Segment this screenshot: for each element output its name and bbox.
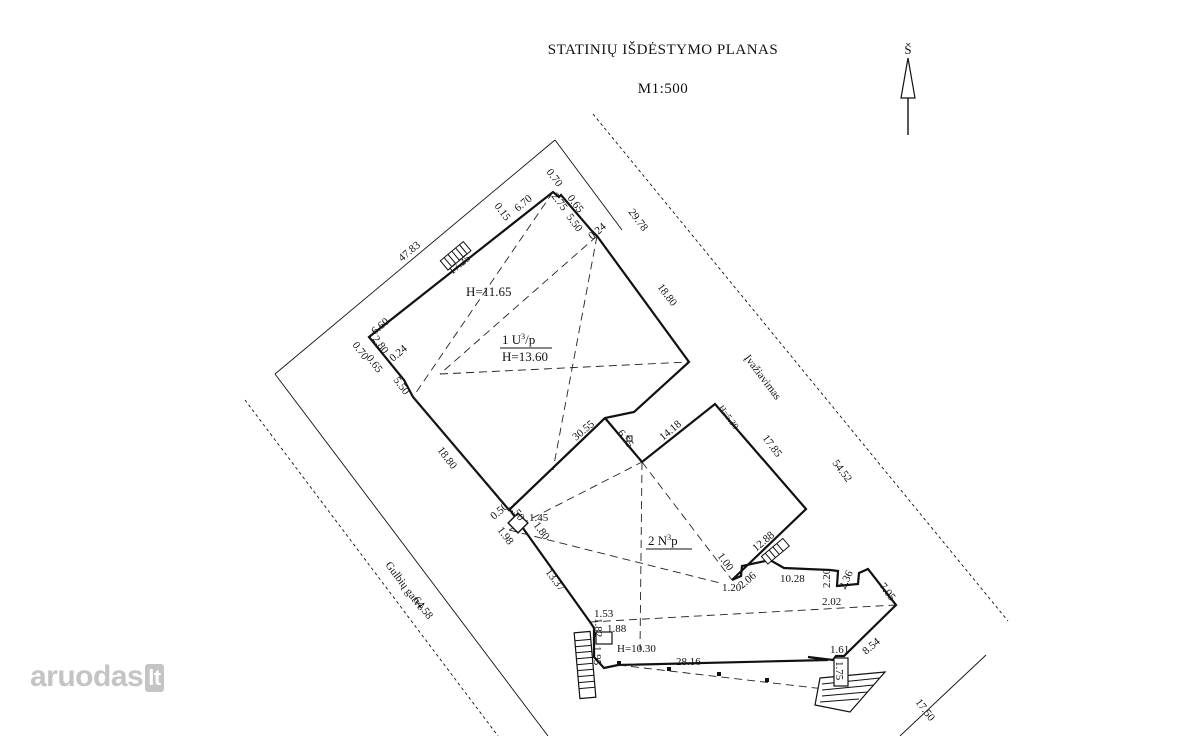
dim-29-78: 29.78 bbox=[626, 207, 651, 234]
svg-text:2 N3p: 2 N3p bbox=[648, 533, 678, 548]
dim-1-00: 1.00 bbox=[715, 551, 736, 574]
b1-label: 1 U bbox=[502, 332, 522, 347]
dim-5-50b: 5.50 bbox=[391, 375, 412, 398]
dim-47-83: 47.83 bbox=[396, 239, 423, 264]
dim-0-15: 0.15 bbox=[492, 201, 513, 224]
dim-17-85: 17.85 bbox=[760, 433, 785, 460]
b1-suffix: /p bbox=[525, 332, 535, 347]
dim-1-75: 1.75 bbox=[833, 661, 845, 681]
street-right-label: Įvažiavimas bbox=[742, 353, 784, 403]
watermark-brand: aruodas bbox=[30, 660, 144, 693]
dim-0-70a: 0.70 bbox=[544, 167, 565, 190]
plan-scale: M1:500 bbox=[638, 81, 689, 97]
b1-sup: 3 bbox=[521, 332, 525, 341]
dim-17-50: 17.50 bbox=[913, 697, 938, 724]
dim-1-20: 1.20 bbox=[722, 582, 742, 594]
watermark-suffix: lt bbox=[145, 664, 164, 693]
stairs-features bbox=[439, 240, 887, 713]
building-2 bbox=[508, 402, 898, 691]
dim-1-61: 1.61 bbox=[830, 644, 849, 656]
plot-boundary bbox=[274, 139, 987, 736]
dim-1-82: 1.82 bbox=[592, 618, 604, 637]
building-2-label: 2 N3p H=5.30 H=10.30 bbox=[617, 403, 741, 655]
dim-8-54: 8.54 bbox=[860, 635, 883, 657]
dim-1-53: 1.53 bbox=[594, 608, 614, 620]
building-1 bbox=[367, 190, 691, 512]
street-lines bbox=[244, 113, 1009, 736]
plan-title: STATINIŲ IŠDĖSTYMO PLANAS bbox=[548, 41, 778, 58]
dimension-labels: 47.83 64.58 29.78 54.52 17.50 17.25 0.15… bbox=[350, 167, 938, 724]
dim-2-02: 2.02 bbox=[822, 596, 841, 608]
dim-1-88: 1.88 bbox=[607, 623, 627, 635]
b1-height: H=13.60 bbox=[502, 349, 548, 364]
dim-0-50: 0.50 bbox=[488, 500, 511, 522]
dim-6-70: 6.70 bbox=[512, 192, 535, 214]
dim-13-37: 13.37 bbox=[543, 567, 568, 594]
dim-1-95: 1.95 bbox=[591, 646, 603, 666]
b1-height-low: H=11.65 bbox=[466, 284, 512, 299]
dim-2-20: 2.20 bbox=[821, 568, 833, 588]
north-label: Š bbox=[904, 42, 911, 57]
b2-height-a: H=5.30 bbox=[716, 403, 741, 431]
north-arrow-icon: Š bbox=[900, 42, 916, 135]
svg-text:1 U3/p: 1 U3/p bbox=[502, 332, 535, 347]
b2-label: 2 N bbox=[648, 533, 668, 548]
dim-10-28: 10.28 bbox=[780, 573, 805, 585]
dim-28-16: 28.16 bbox=[676, 656, 701, 668]
dim-54-52: 54.52 bbox=[830, 458, 854, 485]
dim-0-24b: 0.24 bbox=[387, 342, 410, 364]
dim-6-55: 6.55 bbox=[615, 428, 636, 451]
b2-sup: 3 bbox=[667, 533, 671, 542]
dim-1-45: 1.45 bbox=[529, 512, 549, 524]
dim-2-36: 2.36 bbox=[837, 568, 856, 591]
dim-0-24a: 0.24 bbox=[586, 220, 609, 242]
b2-height-b: H=10.30 bbox=[617, 643, 656, 655]
dim-18-80a: 18.80 bbox=[655, 282, 680, 309]
building-1-label: 1 U3/p H=13.60 H=11.65 bbox=[466, 284, 552, 364]
dim-5-50a: 5.50 bbox=[564, 212, 585, 235]
b2-suffix: p bbox=[671, 533, 678, 548]
